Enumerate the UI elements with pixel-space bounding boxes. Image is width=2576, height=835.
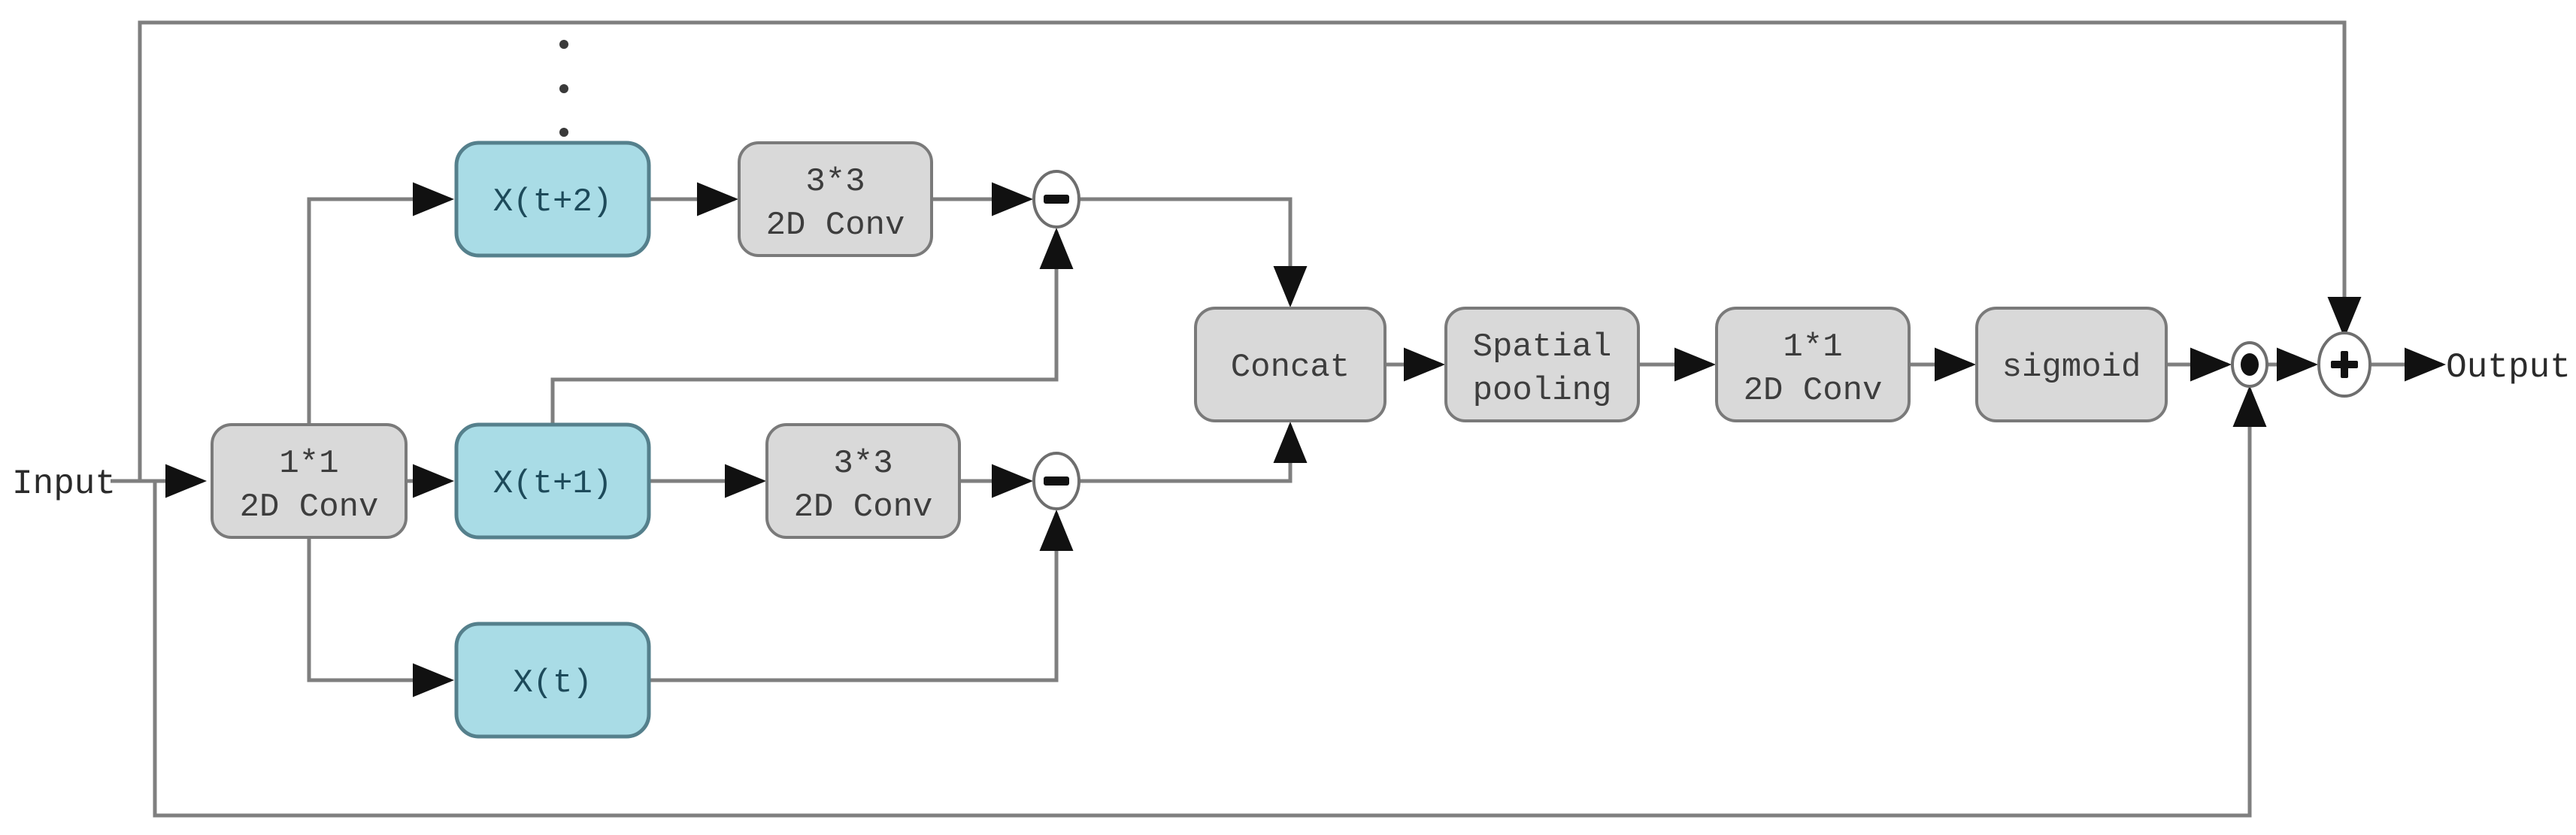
node-conv1x1-output-label-line1: 1*1 — [1783, 328, 1842, 366]
dot-icon — [2241, 353, 2259, 376]
edge-subtract-mid-to-concat — [1079, 422, 1308, 483]
node-xt2-label: X(t+2) — [493, 183, 612, 221]
node-xt: X(t) — [454, 622, 651, 739]
skip-connection-bottom — [153, 386, 2267, 818]
subtract-op-mid — [1032, 452, 1080, 510]
node-conv3x3-top-label-line2: 2D Conv — [766, 207, 905, 244]
input-label: Input — [12, 464, 116, 504]
node-spatial-pooling-label-line2: pooling — [1473, 372, 1612, 410]
node-concat: Concat — [1194, 307, 1386, 422]
minus-icon — [1044, 476, 1069, 486]
minus-icon — [1044, 195, 1069, 204]
node-conv1x1-input-label-line1: 1*1 — [279, 445, 338, 483]
node-sigmoid-label: sigmoid — [2002, 349, 2141, 386]
edge-xt1-to-subtract-top — [550, 228, 1074, 425]
edge-subtract-top-to-concat — [1079, 197, 1308, 307]
node-conv3x3-top-label-line1: 3*3 — [805, 163, 865, 201]
node-conv1x1-input: 1*1 2D Conv — [211, 423, 408, 539]
add-op — [2317, 331, 2371, 398]
node-spatial-pooling-label-line1: Spatial — [1473, 328, 1612, 366]
node-xt1-label: X(t+1) — [493, 465, 612, 503]
node-xt1: X(t+1) — [454, 422, 651, 540]
node-conv1x1-output-label-line2: 2D Conv — [1744, 372, 1883, 410]
edge-conv-to-xt — [307, 537, 454, 697]
node-spatial-pooling: Spatial pooling — [1444, 307, 1640, 422]
node-conv3x3-mid-label-line1: 3*3 — [833, 445, 893, 483]
subtract-op-top — [1032, 170, 1080, 228]
node-concat-label: Concat — [1231, 349, 1350, 386]
node-conv1x1-input-label-line2: 2D Conv — [240, 489, 379, 526]
node-xt2: X(t+2) — [454, 141, 651, 258]
edge-conv-to-xt2 — [307, 182, 454, 425]
node-conv3x3-mid-label-line2: 2D Conv — [794, 489, 933, 526]
node-xt-label: X(t) — [513, 664, 592, 702]
edge-xt-to-subtract-mid — [649, 510, 1074, 682]
plus-icon — [2331, 351, 2358, 378]
node-conv3x3-mid: 3*3 2D Conv — [765, 423, 961, 539]
node-sigmoid: sigmoid — [1975, 307, 2168, 422]
output-label: Output — [2446, 348, 2571, 387]
node-conv1x1-output: 1*1 2D Conv — [1715, 307, 1911, 422]
multiply-op — [2231, 341, 2268, 388]
skip-connection-top — [138, 20, 2362, 481]
node-conv3x3-top: 3*3 2D Conv — [738, 141, 933, 257]
vertical-ellipsis-icon — [559, 40, 568, 137]
